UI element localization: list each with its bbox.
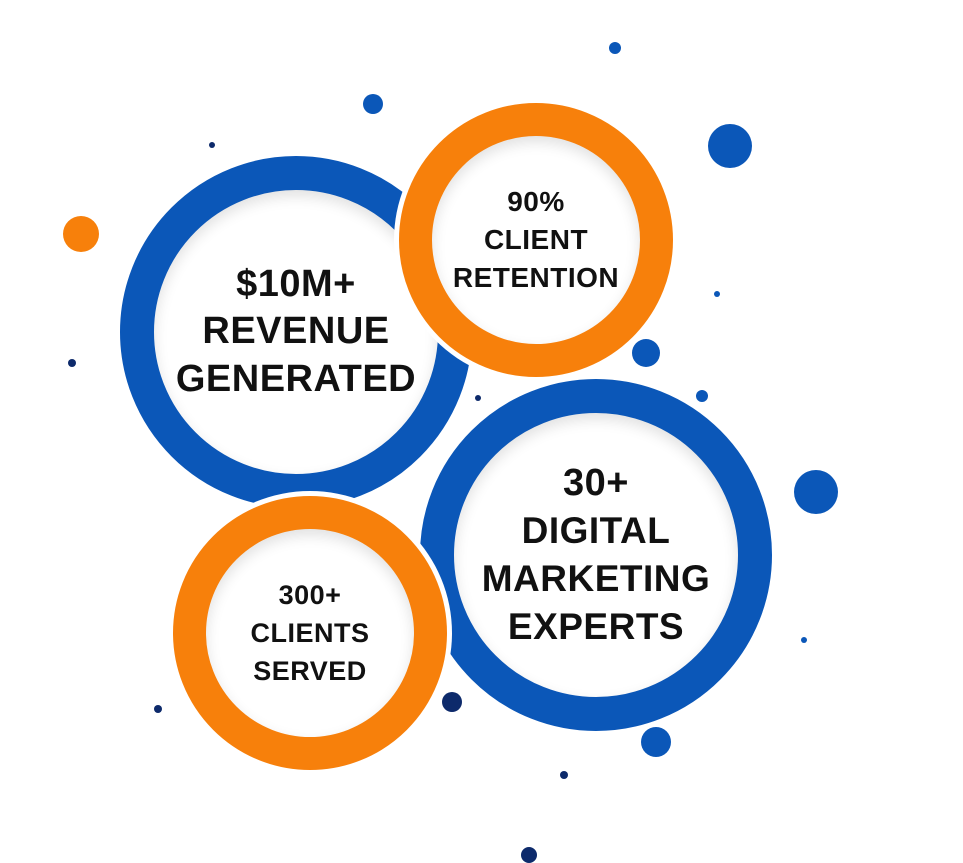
decor-dot bbox=[632, 339, 660, 367]
stat-retention-circle: 90% CLIENT RETENTION bbox=[399, 103, 673, 377]
stat-label: CLIENTS bbox=[250, 618, 370, 648]
stat-experts-circle: 30+ DIGITAL MARKETING EXPERTS bbox=[420, 379, 772, 731]
decor-dot bbox=[154, 705, 162, 713]
stat-value: $10M+ bbox=[236, 263, 356, 305]
stat-label: REVENUE bbox=[202, 310, 390, 352]
stat-label: EXPERTS bbox=[507, 606, 685, 647]
decor-dot bbox=[560, 771, 568, 779]
stat-label: DIGITAL bbox=[521, 510, 671, 551]
stat-label: CLIENT bbox=[483, 224, 589, 255]
stat-value: 90% bbox=[507, 186, 565, 217]
decor-dot bbox=[714, 291, 720, 297]
stat-label: MARKETING bbox=[481, 558, 711, 599]
decor-dot bbox=[521, 847, 537, 863]
decor-dot bbox=[209, 142, 215, 148]
decor-dot bbox=[363, 94, 383, 114]
decor-dot bbox=[696, 390, 708, 402]
stat-value: 30+ bbox=[563, 462, 629, 504]
stat-label: GENERATED bbox=[175, 358, 417, 400]
decor-dot bbox=[609, 42, 621, 54]
stat-label: RETENTION bbox=[452, 262, 620, 293]
stat-label: SERVED bbox=[253, 656, 367, 686]
stat-clients-circle: 300+ CLIENTS SERVED bbox=[173, 496, 447, 770]
decor-dot bbox=[708, 124, 752, 168]
stat-value: 300+ bbox=[278, 580, 342, 610]
decor-dot bbox=[794, 470, 838, 514]
decor-dot bbox=[442, 692, 462, 712]
decor-dot bbox=[63, 216, 99, 252]
decor-dot bbox=[641, 727, 671, 757]
decor-dot bbox=[801, 637, 807, 643]
decor-dot bbox=[68, 359, 76, 367]
decor-dot bbox=[475, 395, 481, 401]
